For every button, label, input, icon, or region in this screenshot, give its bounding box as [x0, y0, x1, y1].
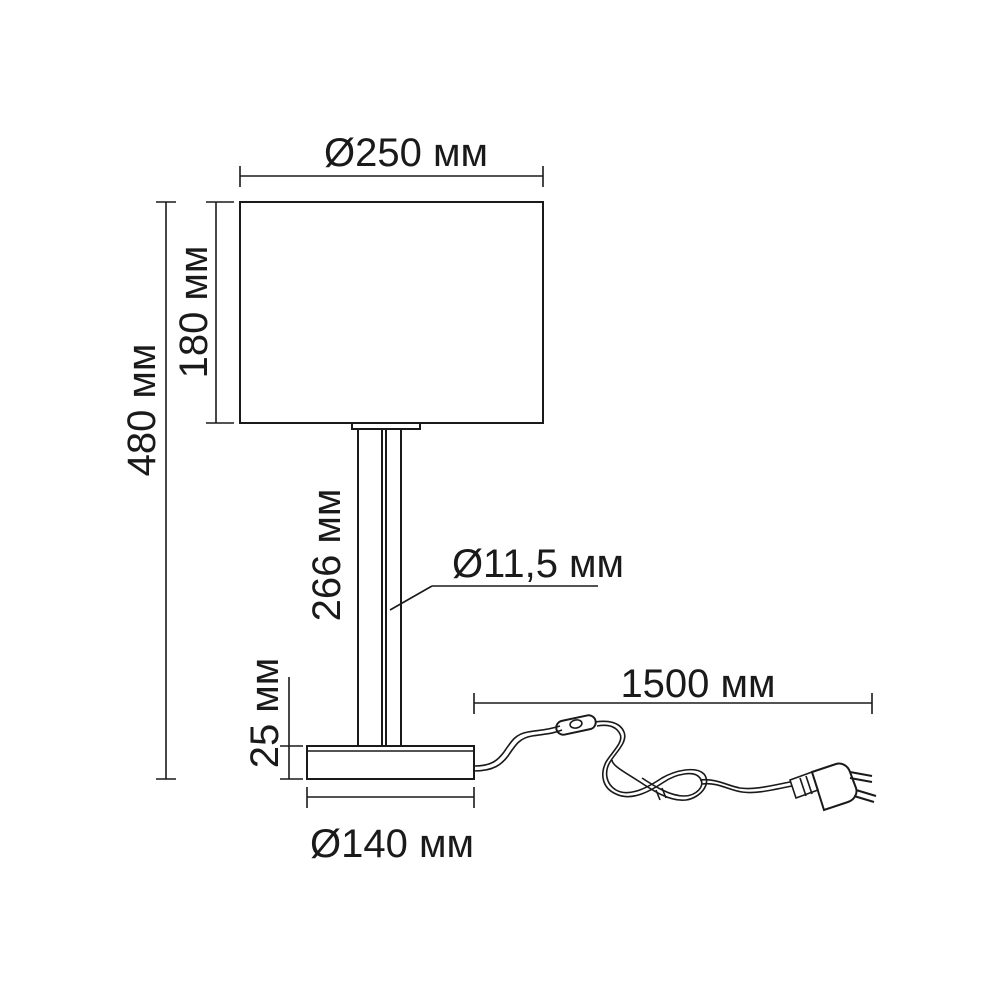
stem-diameter-leader	[389, 585, 598, 611]
stem-height-label: 266 мм	[305, 489, 349, 622]
total-height-dimension	[156, 201, 176, 780]
lamp-shade	[239, 201, 544, 424]
cord-length-label: 1500 мм	[620, 662, 775, 706]
shade-height-dimension	[206, 201, 234, 424]
shade-diameter-dimension	[239, 166, 544, 187]
shade-diameter-label: Ø250 мм	[324, 131, 488, 175]
base-diameter-label: Ø140 мм	[310, 822, 474, 866]
power-cord	[473, 720, 793, 801]
plug	[788, 762, 877, 812]
base-height-label: 25 мм	[243, 658, 287, 769]
base-diameter-dimension	[306, 787, 475, 808]
base-height-dimension	[280, 677, 303, 780]
stem-diameter-label: Ø11,5 мм	[452, 542, 624, 586]
cord-length-dimension	[473, 693, 873, 714]
total-height-label: 480 мм	[120, 344, 164, 477]
lamp-base	[306, 745, 475, 780]
lamp-stem	[354, 429, 402, 747]
inline-switch	[555, 714, 597, 736]
shade-height-label: 180 мм	[172, 246, 216, 379]
